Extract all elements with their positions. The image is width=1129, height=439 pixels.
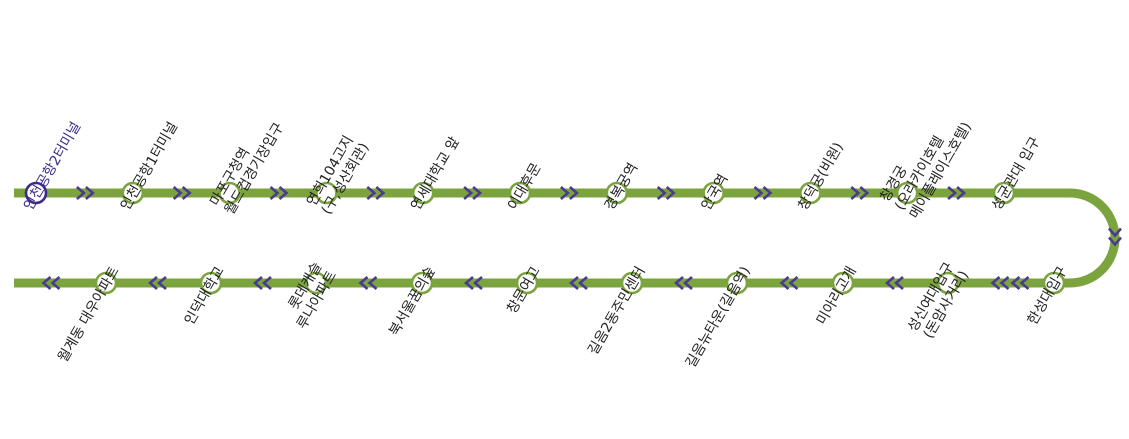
direction-arrow-icon xyxy=(656,186,667,200)
station-marker xyxy=(936,271,960,295)
direction-arrow-icon xyxy=(41,276,52,290)
direction-arrow-icon xyxy=(990,276,1001,290)
direction-arrow-icon xyxy=(473,276,483,290)
station-label: 북서울꿈의숲 xyxy=(386,264,439,339)
direction-arrow-icon xyxy=(956,186,967,200)
station-marker xyxy=(304,271,328,295)
station-marker xyxy=(199,271,223,295)
direction-arrow-icon xyxy=(850,186,861,200)
direction-arrow-icon xyxy=(753,186,764,200)
direction-arrow-icon xyxy=(569,276,579,290)
station-marker xyxy=(702,181,725,205)
direction-arrow-icon xyxy=(788,276,799,290)
stations xyxy=(24,181,1066,295)
direction-arrow-icon xyxy=(50,276,61,290)
route-line xyxy=(14,188,1120,288)
station-marker xyxy=(831,271,855,295)
direction-arrow-icon xyxy=(1019,276,1030,290)
direction-arrow-icon xyxy=(85,186,95,200)
direction-arrow-icon xyxy=(366,186,377,200)
direction-arrow-icon xyxy=(779,276,790,290)
direction-arrow-icon xyxy=(76,186,86,200)
direction-arrow-icon xyxy=(1108,227,1122,238)
direction-arrow-icon xyxy=(1108,236,1122,247)
direction-arrow-icon xyxy=(278,186,289,200)
station-marker xyxy=(992,181,1016,205)
station-marker xyxy=(121,181,145,205)
direction-arrow-icon xyxy=(262,276,272,290)
direction-arrow-icon xyxy=(674,276,684,290)
direction-arrow-icon xyxy=(181,186,192,200)
station-marker xyxy=(410,271,434,295)
station-marker xyxy=(1042,271,1066,295)
station-marker xyxy=(725,271,749,295)
direction-arrow-icon xyxy=(358,276,369,290)
direction-arrow-icon xyxy=(947,186,958,200)
direction-arrow-icon xyxy=(367,276,378,290)
station-label: 인덕대학교 xyxy=(182,264,228,328)
station-marker xyxy=(895,181,919,205)
current-station-marker xyxy=(24,181,48,205)
direction-arrow-icon xyxy=(463,186,474,200)
station-marker xyxy=(315,181,338,205)
direction-arrow-icon xyxy=(472,186,483,200)
station-marker xyxy=(605,181,629,205)
direction-arrow-icon xyxy=(157,276,167,290)
direction-arrow-icon xyxy=(569,186,579,200)
station-label: 성균관대 입구 xyxy=(989,134,1044,213)
direction-arrow-icon xyxy=(859,186,870,200)
direction-arrow-icon xyxy=(375,186,386,200)
station-label: 인천공항1터미널 xyxy=(118,119,181,213)
station-label: 인천공항2터미널 xyxy=(21,119,84,213)
station-label: 창덕궁(비원) xyxy=(795,140,847,213)
direction-arrow-icon xyxy=(683,276,693,290)
direction-arrow-icon xyxy=(578,276,588,290)
station-label: 길음2동주민센터 xyxy=(585,264,648,358)
direction-arrows xyxy=(41,186,1122,290)
direction-arrow-icon xyxy=(172,186,183,200)
station-marker xyxy=(515,271,539,295)
station-label: 미아리고개 xyxy=(814,264,860,328)
direction-arrow-icon xyxy=(464,276,474,290)
direction-arrow-icon xyxy=(999,276,1010,290)
direction-arrow-icon xyxy=(885,276,895,290)
station-marker xyxy=(508,181,532,205)
station-marker xyxy=(218,181,241,205)
direction-arrow-icon xyxy=(762,186,773,200)
direction-arrow-icon xyxy=(665,186,676,200)
direction-arrow-icon xyxy=(894,276,904,290)
station-marker xyxy=(94,271,118,295)
direction-arrow-icon xyxy=(253,276,263,290)
station-label: 창문여고 xyxy=(504,264,544,317)
station-label: 연세대학교 앞 xyxy=(408,134,463,213)
direction-arrow-icon xyxy=(269,186,280,200)
station-marker xyxy=(799,181,822,205)
station-marker xyxy=(411,181,435,205)
station-marker xyxy=(620,271,644,295)
station-label: 한성대입구 xyxy=(1025,264,1071,328)
direction-arrow-icon xyxy=(148,276,158,290)
direction-arrow-icon xyxy=(560,186,570,200)
direction-arrow-icon xyxy=(1010,276,1021,290)
